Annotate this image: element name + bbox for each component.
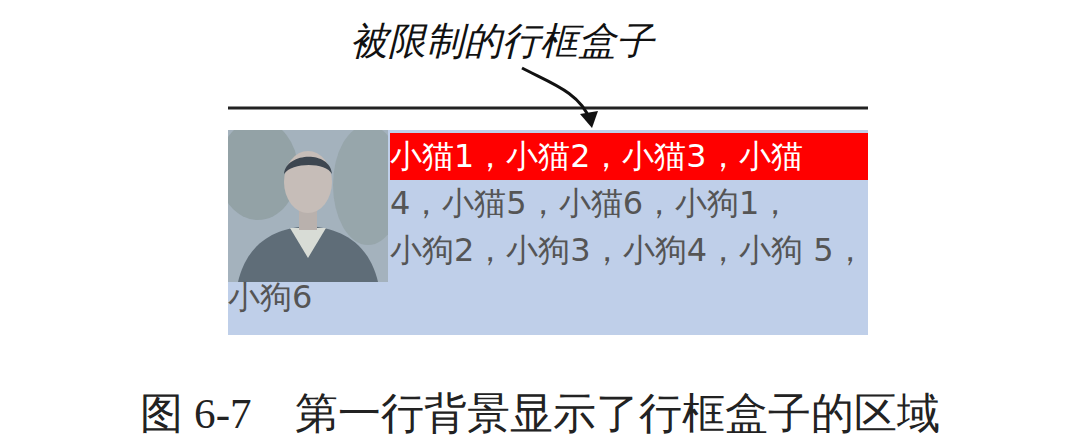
rule-line (228, 107, 868, 110)
line-box-band: 小猫1，小猫2，小猫3，小猫 (390, 133, 868, 180)
portrait-photo (228, 130, 388, 282)
line-box-text: 小猫1，小猫2，小猫3，小猫 (390, 133, 868, 180)
leader-arrow (522, 68, 590, 120)
paragraph-text: 4，小猫5，小猫6，小狗1， 小狗2，小狗3，小狗4，小狗 5，小狗6 (228, 184, 866, 316)
paragraph-text-wrap: 4，小猫5，小猫6，小狗1， 小狗2，小狗3，小狗4，小狗 5，小狗6 (228, 180, 868, 321)
float-spacer (228, 180, 390, 274)
handwritten-label: 被限制的行框盒子 (350, 16, 654, 67)
paragraph-box: 4，小猫5，小猫6，小狗1， 小狗2，小狗3，小狗4，小狗 5，小狗6小猫1，小… (228, 130, 868, 335)
figure-caption: 图 6-7 第一行背景显示了行框盒子的区域 (0, 384, 1080, 443)
arrow-head (580, 111, 598, 128)
